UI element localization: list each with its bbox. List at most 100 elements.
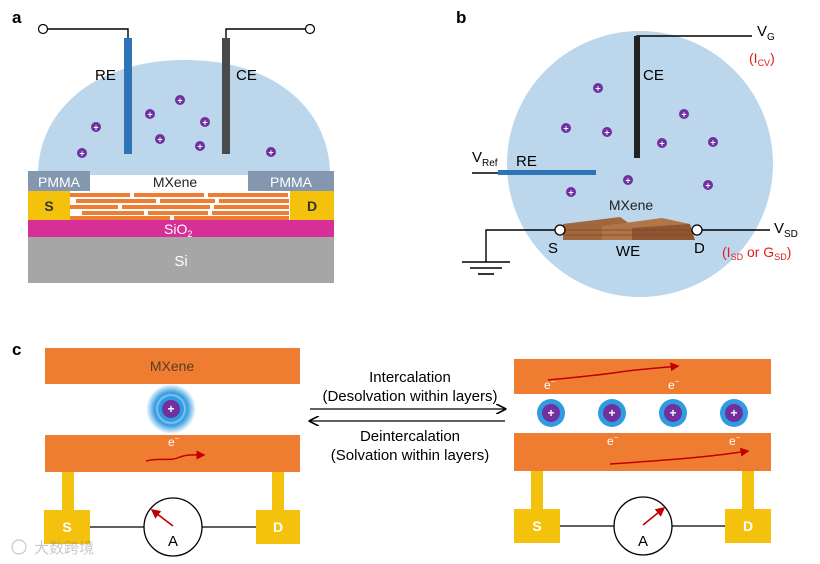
mxene-top-layer-left [45,348,300,384]
si-label: Si [174,253,187,270]
ce-label-b: CE [643,67,664,84]
watermark-text: 大数跨境 [34,539,94,557]
ammeter-label-right: A [638,533,648,550]
si-substrate [28,237,334,283]
ion: + [566,187,576,198]
pmma-right-label: PMMA [270,174,313,190]
drain-lead-right [742,471,754,509]
pmma-left [28,171,90,191]
panel-b: b CE VG (ICV) VRef RE + + + + + + + + + … [456,8,798,297]
electron-label: e− [544,377,556,392]
re-wire [48,28,129,40]
ion: + [266,147,276,158]
svg-text:+: + [669,406,676,420]
svg-text:+: + [93,123,98,133]
ion: + [679,109,689,120]
ion: + [195,141,205,152]
ce-wire [225,28,305,40]
icv-label: (ICV) [749,50,775,68]
ion: + [91,122,101,133]
panel-c-label: c [12,340,21,359]
sio2-layer [28,220,334,237]
svg-text:+: + [681,110,686,120]
ion: + [623,175,633,186]
svg-text:+: + [730,406,737,420]
vsd-label: VSD [774,220,798,240]
svg-text:+: + [147,110,152,120]
deintercalation-sublabel: (Solvation within layers) [331,447,489,464]
drain-label-c-right: D [743,518,753,534]
svg-text:+: + [157,135,162,145]
electron-path-left [145,450,206,462]
solvated-ion-left: + [146,384,196,434]
mxene-flakes-b [563,217,695,240]
ion: + [720,399,748,427]
ion: + [659,399,687,427]
re-terminal [37,23,49,35]
ion: + [703,180,713,191]
watermark-logo-icon [11,539,27,555]
svg-text:+: + [563,124,568,134]
source-pad-right [514,509,560,543]
pmma-right [248,171,334,191]
panel-c: c MXene + e− S D A Intercalation (Desolv… [12,340,771,557]
intercalation-label: Intercalation [369,369,451,386]
ammeter-needle-left [150,509,174,527]
svg-text:+: + [547,406,554,420]
svg-text:+: + [202,118,207,128]
drain-electrode-a [290,191,334,220]
svg-text:+: + [659,139,664,149]
electron-path-right-bottom [609,447,750,465]
ion: + [200,117,210,128]
drain-pad-right [725,509,771,543]
svg-text:+: + [177,96,182,106]
intercalation-sublabel: (Desolvation within layers) [322,388,497,405]
ion: + [155,134,165,145]
ion: + [593,83,603,94]
panel-a-label: a [12,8,22,27]
intercalated-ions: + + + + [537,399,748,427]
mxene-bottom-layer-left [45,435,300,472]
counter-electrode [222,38,230,154]
svg-text:+: + [625,176,630,186]
svg-text:+: + [608,406,615,420]
mxene-flakes-a [70,193,289,220]
ion: + [708,137,718,148]
re-label-b: RE [516,153,537,170]
svg-text:+: + [568,188,573,198]
ce-label: CE [236,67,257,84]
deintercalation-label: Deintercalation [360,428,460,445]
svg-text:+: + [705,181,710,191]
source-pad-left [44,510,90,544]
ground-icon [462,261,510,275]
mxene-label-c: MXene [150,358,195,374]
ion: + [602,127,612,138]
mxene-label-b: MXene [609,197,654,213]
svg-text:+: + [604,128,609,138]
ions-a: + + + + + + + + [77,95,276,159]
ion: + [598,399,626,427]
ion: + [561,123,571,134]
ion: + [145,109,155,120]
svg-text:+: + [268,148,273,158]
ammeter-needle-right [642,506,666,526]
svg-text:+: + [595,84,600,94]
ion: + [175,95,185,106]
electron-label: e− [729,433,741,448]
re-label: RE [95,67,116,84]
reference-electrode-b [498,170,596,175]
electron-path-right-top [547,362,680,381]
panel-b-label: b [456,8,466,27]
svg-text:+: + [197,142,202,152]
electron-label: e− [168,434,180,449]
drain-pad-left [256,510,300,544]
ion: + [77,148,87,159]
source-contact-b [554,224,566,236]
source-label-b: S [548,240,558,257]
vg-label: VG [757,23,775,43]
ions-b: + + + + + + + + + [561,83,718,198]
ground-wire [485,229,555,262]
svg-text:+: + [79,149,84,159]
source-label-c-left: S [62,519,71,535]
